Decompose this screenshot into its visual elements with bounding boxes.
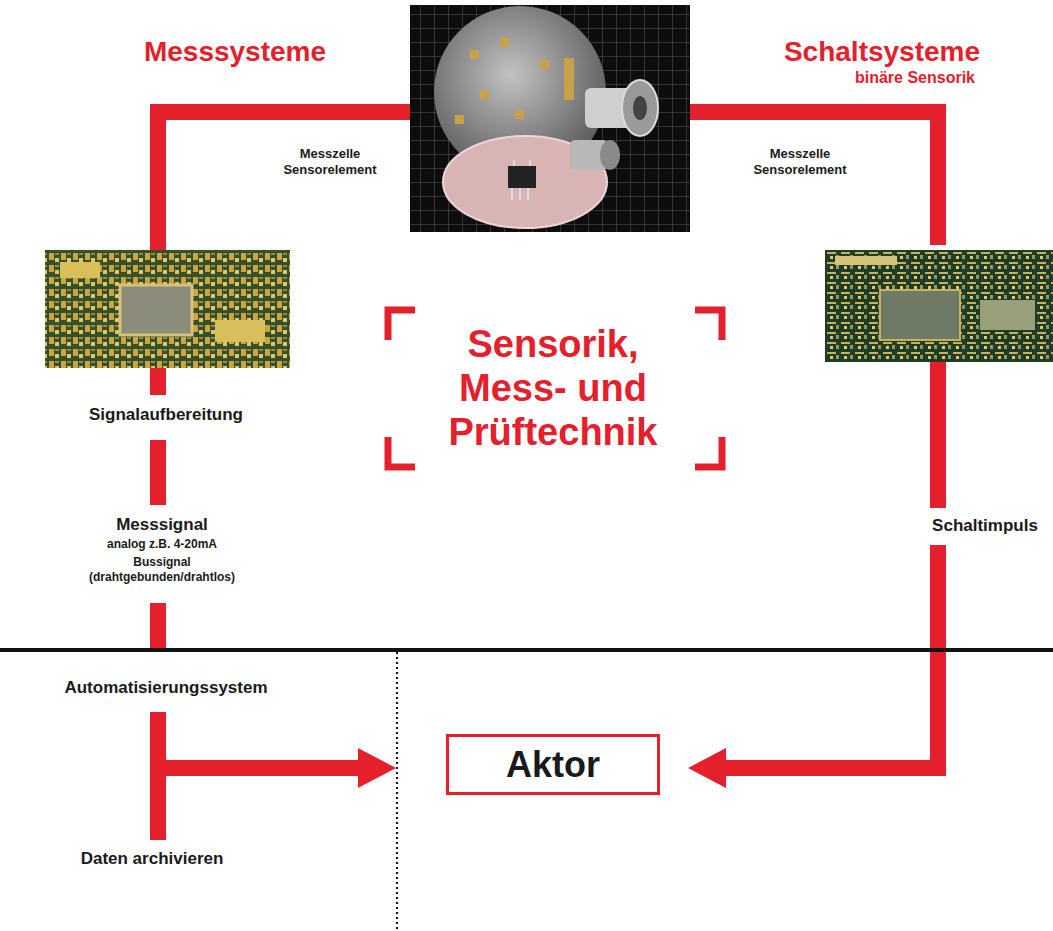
circuit-photo bbox=[45, 250, 290, 368]
die bbox=[470, 50, 479, 59]
red-bar bbox=[150, 104, 166, 250]
system-label: Daten archivieren bbox=[12, 848, 292, 869]
sensor-chip bbox=[508, 166, 536, 188]
red-bar bbox=[690, 104, 946, 120]
brass-post bbox=[564, 58, 574, 100]
signal-detail: analog z.B. 4-20mA bbox=[32, 537, 292, 552]
separator-line bbox=[0, 648, 1053, 652]
red-bar bbox=[150, 440, 166, 505]
title-bracket bbox=[388, 310, 722, 467]
red-bar bbox=[150, 368, 166, 395]
red-bar bbox=[150, 104, 410, 120]
sensor-photo bbox=[410, 5, 690, 232]
stage-label: Signalaufbereitung bbox=[16, 404, 316, 425]
bracket-corner bbox=[695, 437, 722, 467]
element-label: Messzelle Sensorelement bbox=[743, 146, 858, 178]
arrow-head bbox=[688, 748, 726, 788]
red-bar bbox=[150, 760, 362, 776]
ic-chip bbox=[880, 290, 960, 340]
diagram-title: Sensorik, Mess- und Prüftechnik bbox=[413, 322, 693, 454]
circuit-photo bbox=[825, 250, 1053, 362]
ic-chip bbox=[120, 285, 192, 335]
pad bbox=[60, 262, 100, 278]
photo-ground bbox=[410, 5, 690, 232]
bracket-corner bbox=[388, 310, 415, 340]
circuit-ground bbox=[45, 250, 290, 368]
element-label: Messzelle Sensorelement bbox=[273, 146, 388, 178]
arrow-head bbox=[358, 748, 396, 788]
port bbox=[633, 96, 647, 120]
system-heading: Messsysteme bbox=[75, 34, 395, 69]
signal-path bbox=[150, 104, 410, 840]
signal-path bbox=[688, 104, 946, 788]
system-heading: Schaltsysteme bbox=[722, 34, 1042, 69]
pcb-marking bbox=[835, 256, 897, 265]
metal-cylinder-end bbox=[600, 140, 620, 170]
signal-label: Messsignal bbox=[32, 514, 292, 535]
signal-detail: Bussignal (drahtgebunden/drahtlos) bbox=[65, 555, 260, 585]
actuator-box: Aktor bbox=[446, 734, 660, 795]
red-bar bbox=[150, 603, 166, 648]
circuit-ground bbox=[825, 250, 1053, 362]
component bbox=[980, 300, 1035, 330]
dotted-boundary bbox=[396, 652, 398, 931]
die bbox=[515, 110, 524, 119]
metal-flange bbox=[622, 80, 658, 136]
signal-label: Schaltimpuls bbox=[921, 515, 1049, 536]
red-bar bbox=[930, 545, 946, 776]
ceramic-disk bbox=[443, 136, 607, 228]
pad bbox=[215, 320, 265, 342]
red-bar bbox=[930, 104, 946, 245]
bracket-corner bbox=[388, 437, 415, 467]
chip-pins bbox=[512, 160, 530, 200]
die bbox=[500, 38, 509, 47]
bracket-corner bbox=[695, 310, 722, 340]
box-text: Aktor bbox=[506, 743, 600, 786]
die bbox=[540, 60, 549, 69]
die bbox=[480, 90, 489, 99]
system-label: Automatisierungssystem bbox=[6, 677, 326, 698]
red-bar bbox=[930, 362, 946, 508]
die bbox=[455, 115, 464, 124]
red-bar bbox=[722, 760, 946, 776]
system-subheading: binäre Sensorik bbox=[805, 68, 1025, 88]
